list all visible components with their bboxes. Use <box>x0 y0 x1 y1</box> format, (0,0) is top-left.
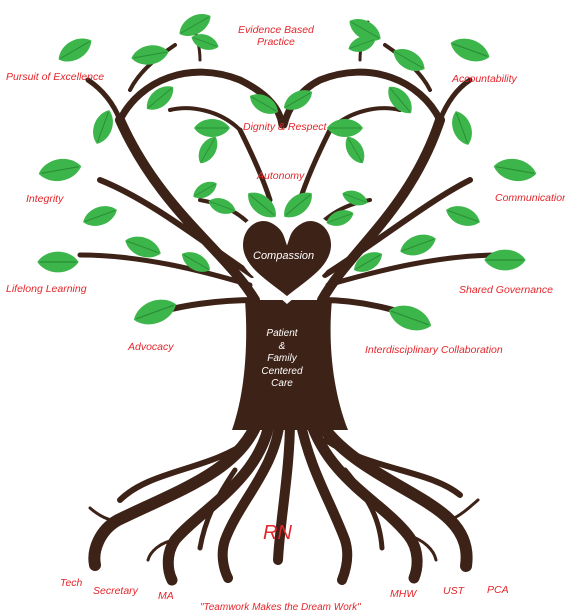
heart-label: Compassion <box>253 250 314 262</box>
leaf <box>385 300 435 337</box>
root-secretary: Secretary <box>93 585 138 597</box>
value-autonomy: Autonomy <box>257 170 304 182</box>
leaf <box>37 252 78 273</box>
value-integrity: Integrity <box>26 193 63 205</box>
leaf <box>341 133 370 167</box>
value-interdisciplinary-collaboration: Interdisciplinary Collaboration <box>365 344 503 356</box>
value-dignity-respect: Dignity & Respect <box>243 121 326 133</box>
leaf <box>443 201 483 230</box>
value-evidence-based-practice: Evidence Based Practice <box>238 24 314 48</box>
leaf <box>130 42 171 67</box>
leaf <box>37 156 83 185</box>
leaf <box>389 43 429 77</box>
leaf <box>206 194 238 217</box>
leaf <box>447 108 476 148</box>
leaf <box>130 294 180 331</box>
value-advocacy: Advocacy <box>128 341 174 353</box>
value-accountability: Accountability <box>452 73 517 85</box>
leaf <box>327 119 363 137</box>
root-ust: UST <box>443 585 464 597</box>
leaf <box>397 230 439 261</box>
leaf <box>492 156 538 185</box>
leaf <box>88 107 117 147</box>
trunk-label: Patient & Family Centered Care <box>252 328 312 391</box>
motto: "Teamwork Makes the Dream Work" <box>200 602 361 614</box>
value-pursuit-of-excellence: Pursuit of Excellence <box>6 71 104 83</box>
root-pca: PCA <box>487 584 509 596</box>
root-tech: Tech <box>60 577 82 589</box>
root-rn: RN <box>263 522 292 545</box>
leaf <box>54 32 96 67</box>
root-mhw: MHW <box>390 588 416 600</box>
tree-roots <box>90 420 478 580</box>
root-ma: MA <box>158 590 174 602</box>
leaf <box>80 201 120 230</box>
value-communication: Communication <box>495 192 565 204</box>
leaf <box>447 33 493 67</box>
leaf <box>194 119 230 137</box>
value-shared-governance: Shared Governance <box>459 284 553 296</box>
leaf <box>194 133 223 167</box>
value-lifelong-learning: Lifelong Learning <box>6 283 87 295</box>
